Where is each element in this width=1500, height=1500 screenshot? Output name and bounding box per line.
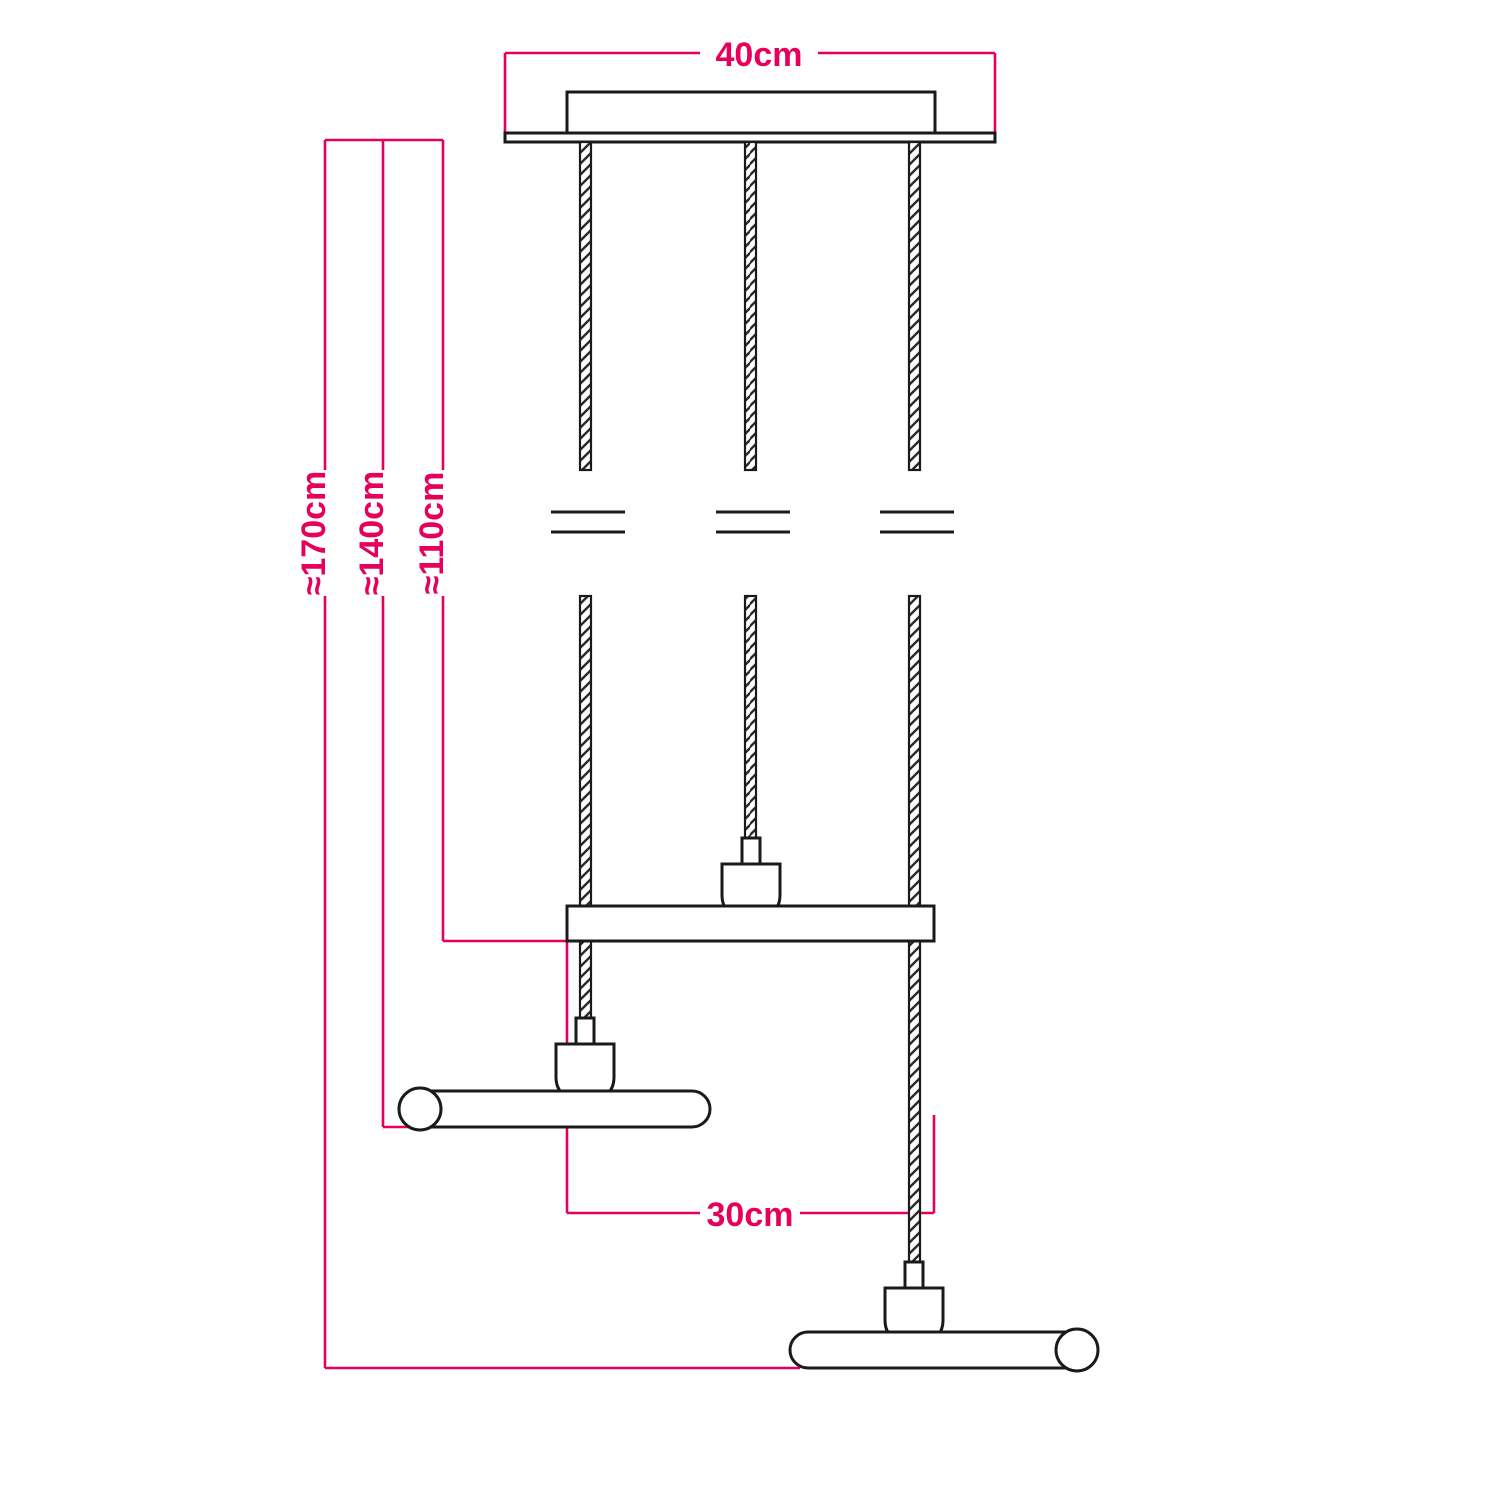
ceiling-rose	[503, 90, 997, 144]
cable-right	[907, 140, 922, 1264]
dimension-lines-group	[323, 51, 997, 1370]
dimension-label-40cm: 40cm	[716, 36, 803, 74]
tube-lower	[788, 1330, 1099, 1370]
dimension-labels-group: 40cm ≈170cm ≈140cm ≈110cm 30cm	[295, 36, 802, 1234]
cable-left	[578, 140, 593, 1020]
dimension-140cm	[381, 140, 570, 1129]
cable-center	[743, 140, 758, 840]
tube-middle	[398, 1089, 712, 1129]
break-mark-right	[880, 510, 954, 534]
tube-lower-endcap	[1054, 1327, 1100, 1373]
lamp-holder-middle	[554, 1016, 616, 1102]
assembly-middle	[397, 1016, 712, 1132]
dimension-label-170cm: ≈170cm	[295, 471, 333, 596]
dimension-label-30cm: 30cm	[707, 1196, 794, 1234]
break-mark-center	[716, 510, 790, 534]
break-mark-left	[551, 510, 625, 534]
lamp-holder-lower	[883, 1260, 945, 1345]
dimension-30cm	[565, 941, 936, 1215]
dimension-label-140cm: ≈140cm	[353, 471, 391, 596]
tube-upper	[565, 904, 936, 943]
tube-middle-endcap	[397, 1086, 443, 1132]
dimension-110cm	[441, 140, 567, 943]
assembly-upper	[565, 836, 936, 943]
assembly-lower	[788, 1260, 1100, 1373]
dimension-label-110cm: ≈110cm	[413, 472, 451, 595]
dimension-170cm	[323, 138, 800, 1370]
dimension-40cm	[503, 51, 997, 142]
break-marks-group	[551, 510, 954, 534]
